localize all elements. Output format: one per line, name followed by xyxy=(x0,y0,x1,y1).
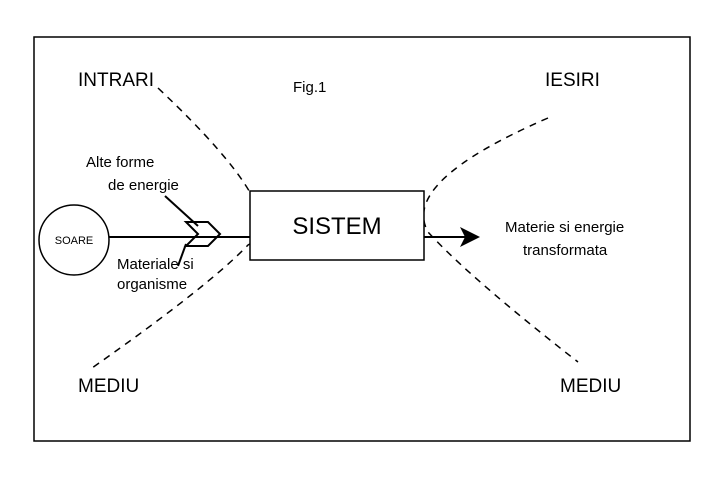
environment-left-label: MEDIU xyxy=(78,376,139,397)
output-arrowhead-icon xyxy=(460,227,480,247)
materials-label-line1: Materiale si xyxy=(117,256,194,273)
system-box xyxy=(249,190,425,261)
junction-arrow-icon xyxy=(183,221,222,247)
other-energy-label-line1: Alte forme xyxy=(86,154,154,171)
materials-input-line xyxy=(177,243,187,267)
inputs-heading: INTRARI xyxy=(78,70,154,91)
figure-label: Fig.1 xyxy=(293,79,326,96)
environment-right-label: MEDIU xyxy=(560,376,621,397)
output-label-line1: Materie si energie xyxy=(505,219,624,236)
system-label: SISTEM xyxy=(292,213,381,240)
diagram-frame xyxy=(33,36,691,442)
materials-label-line2: organisme xyxy=(117,276,187,293)
right-boundary-curve xyxy=(422,117,579,363)
left-boundary-curve xyxy=(91,87,262,369)
output-label-line2: transformata xyxy=(523,242,608,259)
sun-label: SOARE xyxy=(55,235,94,247)
outputs-heading: IESIRI xyxy=(545,70,600,91)
other-energy-label-line2: de energie xyxy=(108,177,179,194)
sun-circle xyxy=(38,204,110,276)
